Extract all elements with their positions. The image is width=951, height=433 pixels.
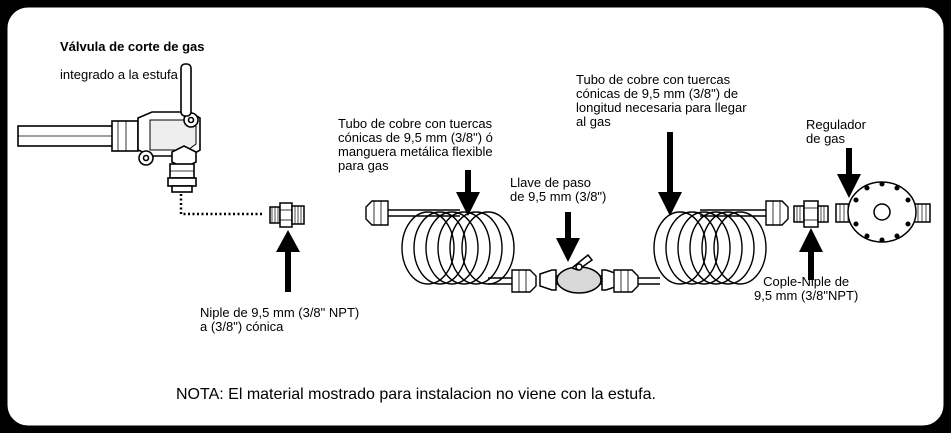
gas-shutoff-valve [17,63,201,193]
tube-left-arrow [456,170,480,216]
tube-right-arrow [658,132,682,216]
pipe-nipple [269,202,305,228]
valve-title: Válvula de corte de gas [60,39,205,54]
coupling-label: Cople-Niple de 9,5 mm (3/8"NPT) [754,274,859,303]
valve-subtitle: integrado a la estufa [60,67,178,82]
tube-right-label: Tubo de cobre con tuercas cónicas de 9,5… [576,72,747,129]
coupling-arrow [799,228,823,280]
gas-regulator [835,181,931,243]
nipple-label: Niple de 9,5 mm (3/8" NPT) a (3/8") cóni… [200,305,360,334]
nipple-arrow [276,230,300,292]
shutoff-arrow [556,212,580,262]
manual-shutoff-valve [539,253,619,294]
regulator-arrow [837,148,861,198]
shutoff-label: Llave de paso de 9,5 mm (3/8") [510,175,607,204]
coupling-nipple [793,200,829,228]
regulator-label: Regulador de gas [806,117,866,146]
coiled-copper-tube-right [613,200,789,293]
installation-note: NOTA: El material mostrado para instalac… [176,386,656,403]
valve-label: Válvula de corte de gas integrado a la e… [60,26,205,82]
coiled-copper-tube-left [365,200,537,293]
connection-dotted-line [179,194,262,216]
tube-left-label: Tubo de cobre con tuercas cónicas de 9,5… [338,116,493,173]
